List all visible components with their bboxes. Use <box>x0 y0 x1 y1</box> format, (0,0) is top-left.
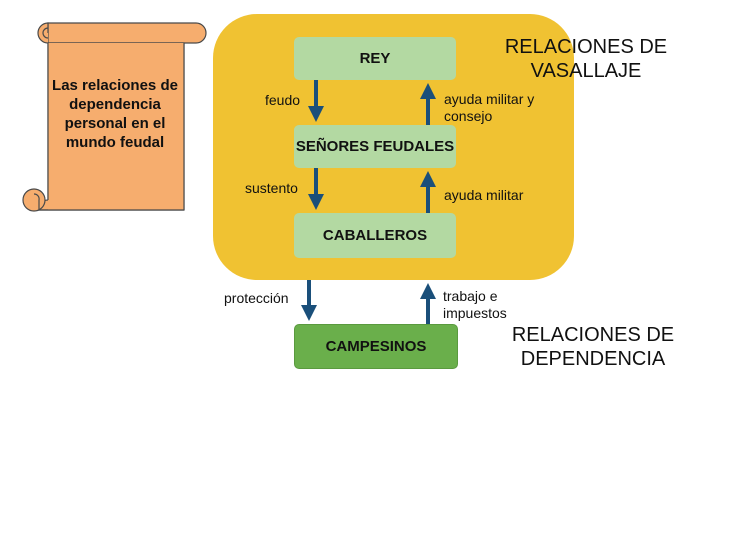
label-feudo: feudo <box>265 92 301 108</box>
label-proteccion: protección <box>224 290 289 306</box>
label-ayuda-consejo: ayuda militar y consejo <box>444 91 535 124</box>
scroll-shape <box>22 22 207 212</box>
box-senores-feudales: SEÑORES FEUDALES <box>294 125 456 168</box>
label-ayuda-militar: ayuda militar <box>444 187 524 203</box>
heading-dependencia: RELACIONES DE DEPENDENCIA <box>511 324 675 370</box>
label-trabajo-impuestos: trabajo e impuestos <box>443 288 507 321</box>
scroll-top-curl <box>47 22 207 44</box>
box-campesinos: CAMPESINOS <box>294 324 458 369</box>
scroll-text: Las relaciones de dependencia personal e… <box>52 77 178 151</box>
heading-vasallaje: RELACIONES DE VASALLAJE <box>504 36 668 82</box>
label-sustento: sustento <box>245 180 298 196</box>
box-caballeros: CABALLEROS <box>294 213 456 258</box>
box-rey: REY <box>294 37 456 80</box>
